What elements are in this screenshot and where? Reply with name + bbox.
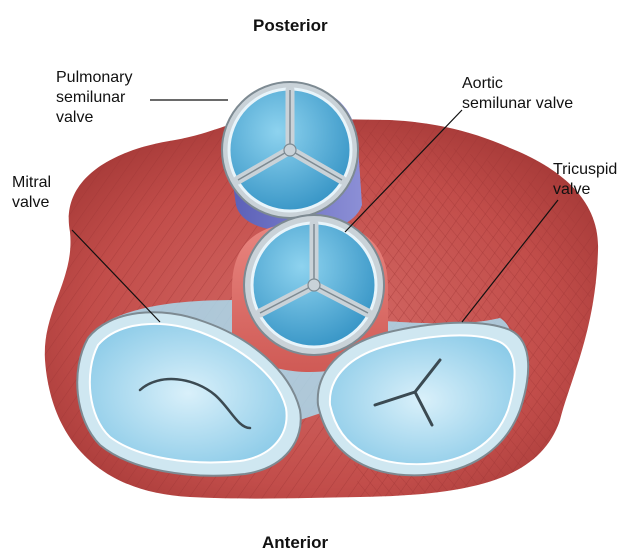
tricuspid-label: Tricuspid valve [553,160,617,200]
pulmonary-label-line-3: valve [56,108,132,128]
pulmonary-label-line-2: semilunar [56,88,132,108]
pulmonary-label: Pulmonary semilunar valve [56,68,132,128]
mitral-label-line-2: valve [12,193,51,213]
aortic-label-line-1: Aortic [462,74,573,94]
pulmonary-label-line-1: Pulmonary [56,68,132,88]
aortic-semilunar-valve [244,215,384,355]
posterior-label: Posterior [253,16,328,36]
mitral-label-line-1: Mitral [12,173,51,193]
pulmonary-semilunar-valve [222,82,358,218]
tricuspid-label-line-1: Tricuspid [553,160,617,180]
aortic-label: Aortic semilunar valve [462,74,573,114]
anterior-label: Anterior [262,533,328,553]
aortic-label-line-2: semilunar valve [462,94,573,114]
mitral-label: Mitral valve [12,173,51,213]
tricuspid-label-line-2: valve [553,180,617,200]
